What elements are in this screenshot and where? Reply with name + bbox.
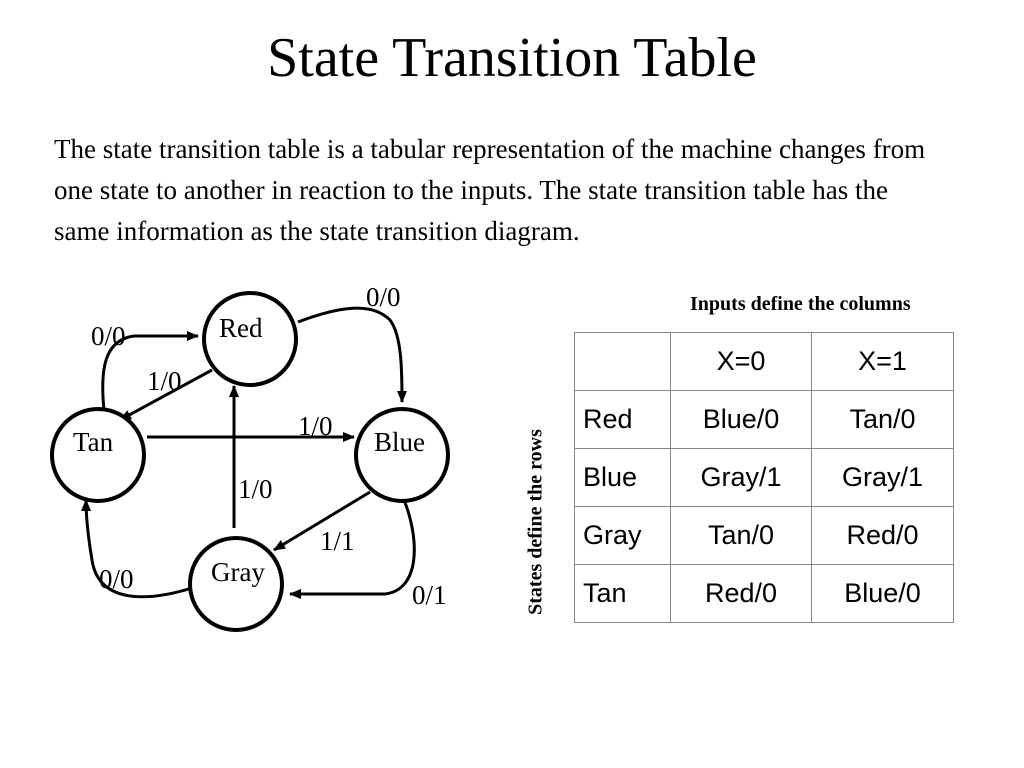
- edge-label-tan-blue: 1/0: [298, 411, 333, 441]
- table-row: Red Blue/0 Tan/0: [574, 390, 954, 449]
- state-label-tan: Tan: [73, 427, 114, 457]
- row-header-cell: Tan: [574, 564, 671, 623]
- table-cell: Blue/0: [670, 390, 812, 449]
- table-corner-cell: [574, 332, 671, 391]
- row-header-cell: Gray: [574, 506, 671, 565]
- column-header-x1: X=1: [811, 332, 954, 391]
- body-paragraph: The state transition table is a tabular …: [54, 134, 926, 246]
- edge-label-blue-gray-2: 0/1: [412, 580, 447, 610]
- table-row: Blue Gray/1 Gray/1: [574, 448, 954, 507]
- edge-label-blue-gray-1: 1/1: [320, 526, 355, 556]
- edge-red-tan: [119, 368, 213, 422]
- table-cell: Red/0: [811, 506, 954, 565]
- edge-label-tan-red: 0/0: [91, 321, 126, 351]
- edge-tan-red: [101, 331, 199, 411]
- table-cell: Gray/1: [670, 448, 812, 507]
- edge-label-gray-tan: 0/0: [99, 564, 134, 594]
- column-header-x0: X=0: [670, 332, 812, 391]
- state-node-tan: [50, 407, 146, 503]
- edge-gray-tan: [81, 499, 193, 599]
- edge-label-red-blue: 0/0: [366, 282, 401, 312]
- slide-title: State Transition Table: [267, 27, 757, 89]
- table-cell: Tan/0: [670, 506, 812, 565]
- state-node-red: [202, 291, 298, 387]
- columns-note: Inputs define the columns: [690, 293, 911, 315]
- state-node-gray: [188, 536, 284, 632]
- state-transition-table: X=0 X=1 Red Blue/0 Tan/0 Blue Gray/1 Gra…: [574, 332, 954, 623]
- state-label-blue: Blue: [374, 427, 425, 457]
- table-cell: Gray/1: [811, 448, 954, 507]
- edge-blue-gray-2: [289, 499, 416, 599]
- rows-note: States define the rows: [524, 429, 547, 615]
- table-row: Gray Tan/0 Red/0: [574, 506, 954, 565]
- state-label-red: Red: [219, 313, 263, 343]
- row-header-cell: Blue: [574, 448, 671, 507]
- table-cell: Tan/0: [811, 390, 954, 449]
- edge-label-gray-red: 1/0: [238, 474, 273, 504]
- state-label-gray: Gray: [211, 557, 265, 587]
- table-cell: Blue/0: [811, 564, 954, 623]
- edge-blue-gray-1: [273, 490, 371, 552]
- row-header-cell: Red: [574, 390, 671, 449]
- edge-red-blue: [297, 306, 407, 403]
- edge-label-red-tan: 1/0: [147, 366, 182, 396]
- state-node-blue: [354, 407, 450, 503]
- table-cell: Red/0: [670, 564, 812, 623]
- table-row: Tan Red/0 Blue/0: [574, 564, 954, 623]
- table-header-row: X=0 X=1: [574, 332, 954, 391]
